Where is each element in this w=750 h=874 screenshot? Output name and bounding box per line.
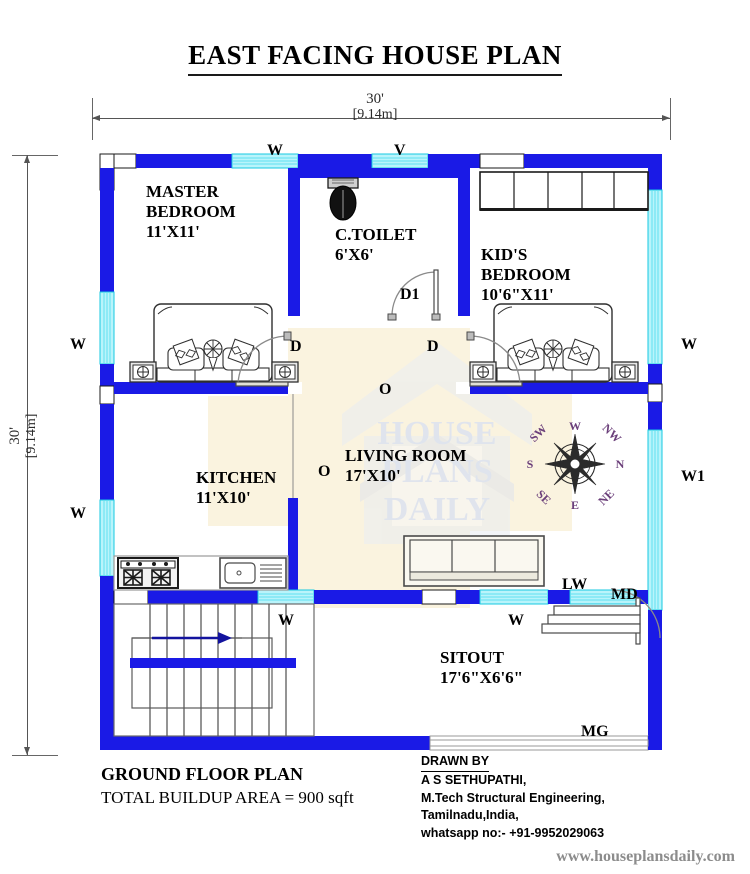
drawn-by-heading: DRAWN BY <box>421 753 490 772</box>
mark-door-d1: D1 <box>400 286 420 303</box>
room-label-kitchen: KITCHEN 11'X10' <box>196 468 277 507</box>
compass-label-s: S <box>527 457 534 471</box>
drawn-by-qualification: M.Tech Structural Engineering, <box>421 790 605 805</box>
toilet-fixture <box>327 177 359 221</box>
top-dimension-label: 30' [9.14m] <box>0 91 750 122</box>
drawn-by-contact: whatsapp no:- +91-9952029063 <box>421 826 605 840</box>
mark-main-door-md: MD <box>611 586 638 603</box>
page-title-text: EAST FACING HOUSE PLAN <box>188 40 562 76</box>
gas-stove <box>117 557 179 589</box>
interior-walls <box>113 168 648 660</box>
stair-direction-arrow <box>152 632 232 644</box>
left-dim-tick-bottom <box>12 755 58 756</box>
svg-text:HOUSE: HOUSE <box>377 415 496 452</box>
compass-rose: W E S N SW NW SE NE <box>523 416 627 512</box>
mark-door-d-left: D <box>290 338 302 355</box>
kitchen-sink <box>219 557 287 589</box>
drawn-by-name: A S SETHUPATHI, <box>421 772 527 787</box>
living-room-sofa <box>403 535 545 587</box>
mark-window-w-left-upper: W <box>70 336 86 353</box>
mark-living-window-lw: LW <box>562 576 588 593</box>
kids-wardrobe <box>479 171 649 211</box>
top-dimension-meters: [9.14m] <box>352 106 398 122</box>
ground-floor-area: TOTAL BUILDUP AREA = 900 sqft <box>101 788 354 807</box>
mg-gate <box>429 739 649 747</box>
mark-main-gate-mg: MG <box>581 723 609 740</box>
page-title: EAST FACING HOUSE PLAN <box>0 40 750 76</box>
mark-window-w-right: W <box>681 336 697 353</box>
compass-label-ne: NE <box>595 486 617 508</box>
mark-opening-o-top: O <box>379 381 392 398</box>
room-label-sitout: SITOUT 17'6"X6'6" <box>440 648 524 687</box>
svg-text:PLANS: PLANS <box>381 453 492 490</box>
footer-website-url[interactable]: www.houseplansdaily.com <box>556 848 735 865</box>
drawn-by-info: DRAWN BY A S SETHUPATHI, M.Tech Structur… <box>421 753 605 843</box>
sitout-steps <box>541 605 641 634</box>
drawn-by-location: Tamilnadu,India, <box>421 808 519 823</box>
mark-window-w-bottom-mid: W <box>508 612 524 629</box>
compass-label-w: W <box>569 419 581 433</box>
mark-window-w-top: W <box>267 142 283 159</box>
left-dimension-feet: 30' <box>7 427 24 445</box>
mark-window-w-bottom-left: W <box>278 612 294 629</box>
left-dimension-line <box>24 155 30 755</box>
left-dim-tick-top <box>12 155 58 156</box>
mark-ventilator-v-top: V <box>394 142 406 159</box>
staircase <box>113 603 315 737</box>
svg-text:DAILY: DAILY <box>384 491 490 528</box>
compass-label-n: N <box>616 457 625 471</box>
room-label-living-room: LIVING ROOM 17'X10' <box>345 446 467 485</box>
compass-label-e: E <box>571 498 579 512</box>
left-dimension-label: 30' [9.14m] <box>7 366 39 506</box>
mark-opening-o-mid: O <box>318 463 331 480</box>
compass-label-nw: NW <box>600 421 625 446</box>
door-d-right <box>466 331 523 387</box>
door-d-left <box>235 331 292 387</box>
mark-window-w-left-lower: W <box>70 505 86 522</box>
mark-door-d-right: D <box>427 338 439 355</box>
top-dimension-feet: 30' <box>366 91 384 107</box>
top-dimension-line <box>92 115 670 121</box>
door-d1 <box>387 269 441 321</box>
floor-plan-drawing: HOUSE PLANS DAILY <box>92 146 670 758</box>
exterior-walls <box>99 153 663 751</box>
room-label-common-toilet: C.TOILET 6'X6' <box>335 225 417 264</box>
mark-window-w1-right: W1 <box>681 468 705 485</box>
ground-floor-info: GROUND FLOOR PLAN TOTAL BUILDUP AREA = 9… <box>101 764 431 808</box>
compass-label-sw: SW <box>527 422 550 445</box>
room-label-kids-bedroom: KID'S BEDROOM 10'6"X11' <box>481 245 571 304</box>
top-dim-tick-right <box>670 98 671 140</box>
ground-floor-title: GROUND FLOOR PLAN <box>101 764 303 784</box>
left-dimension-meters: [9.14m] <box>23 413 39 459</box>
room-label-master-bedroom: MASTER BEDROOM 11'X11' <box>146 182 236 241</box>
compass-label-se: SE <box>534 487 554 507</box>
